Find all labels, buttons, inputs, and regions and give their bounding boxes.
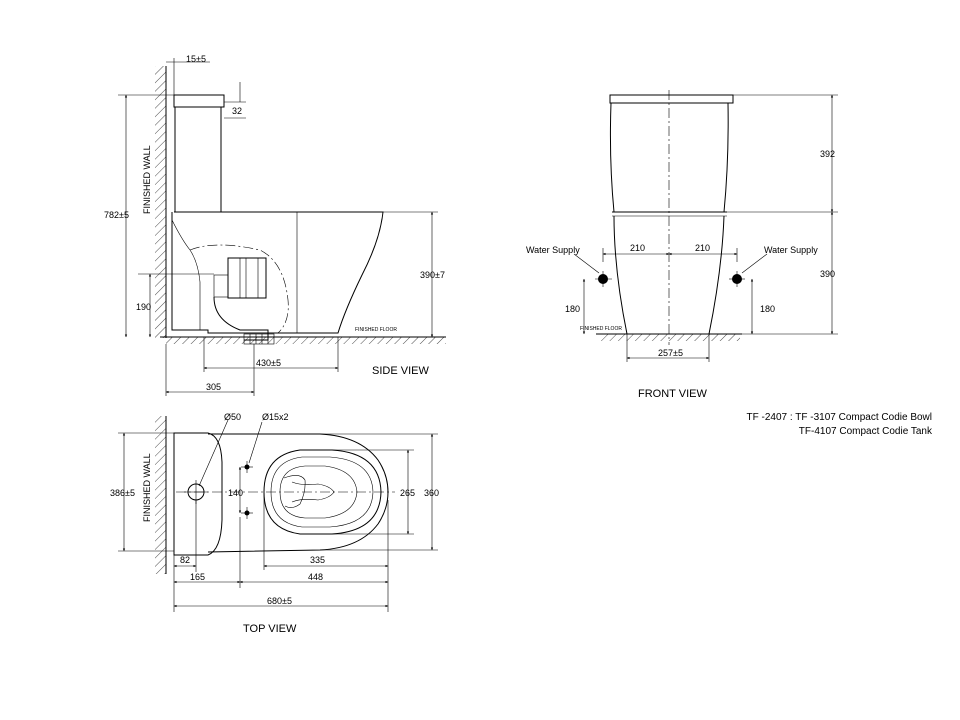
dim-supply-offset-right: 210	[695, 243, 710, 253]
dim-supply-height-right: 180	[760, 304, 775, 314]
dim-seat-width: 265	[400, 488, 415, 498]
front-view: 392 390 210 210 180 180 257±5 FINISHED F…	[526, 90, 838, 400]
dim-supply-height-left: 180	[565, 304, 580, 314]
side-view: 15±5 32 782±5 190 390±7 430±5	[104, 54, 446, 396]
dim-total-length: 680±5	[267, 596, 292, 606]
water-supply-left-label: Water Supply	[526, 245, 580, 255]
side-wall-hatch	[155, 66, 166, 338]
front-floor-label: FINISHED FLOOR	[580, 326, 622, 332]
dim-rough-in: 305	[206, 382, 221, 392]
dim-bowl-height: 390±7	[420, 270, 445, 280]
side-floor-label: FINISHED FLOOR	[355, 327, 397, 333]
dim-tank-height: 392	[820, 149, 835, 159]
dim-lid-offset: 15±5	[186, 54, 206, 64]
top-wall-hatch	[155, 416, 166, 574]
front-dimensions: 392 390 210 210 180 180 257±5	[565, 94, 838, 362]
dim-total-height: 782±5	[104, 210, 129, 220]
side-tank	[173, 94, 225, 108]
top-tank	[173, 432, 223, 556]
top-dimensions: 386±5 140 265 360 82 165 335	[110, 432, 439, 612]
dim-seat-length: 335	[310, 555, 325, 565]
dim-base-width: 257±5	[658, 348, 683, 358]
dim-outlet-height: 190	[136, 302, 151, 312]
dim-lid-height: 32	[232, 106, 242, 116]
side-view-label: SIDE VIEW	[372, 365, 429, 377]
side-outlet-pipe	[213, 257, 275, 345]
side-bowl	[171, 211, 384, 334]
water-supply-right-label: Water Supply	[764, 245, 818, 255]
dim-fixing-to-front: 448	[308, 572, 323, 582]
dim-bowl-width: 360	[424, 488, 439, 498]
dim-wall-to-outlet: 82	[180, 555, 190, 565]
side-dimensions: 15±5 32 782±5 190 390±7 430±5	[104, 54, 445, 396]
top-view-label: TOP VIEW	[243, 623, 297, 635]
dim-fixing-spacing: 140	[228, 488, 243, 498]
dim-supply-offset-left: 210	[630, 243, 645, 253]
dim-outlet-spacing: 430±5	[256, 358, 281, 368]
model-line-2: TF-4107 Compact Codie Tank	[799, 426, 933, 437]
front-floor-hatch	[600, 334, 740, 341]
top-view: 386±5 140 265 360 82 165 335	[110, 412, 439, 635]
front-tank	[609, 94, 734, 104]
front-view-label: FRONT VIEW	[638, 388, 707, 400]
dim-fixing-dia: Ø15x2	[262, 412, 289, 422]
top-wall-label: FINISHED WALL	[142, 453, 152, 522]
dim-outlet-to-fixing: 165	[190, 572, 205, 582]
dim-top-depth: 386±5	[110, 488, 135, 498]
model-title-block: TF -2407 : TF -3107 Compact Codie Bowl T…	[747, 412, 933, 437]
dim-outlet-dia: Ø50	[224, 412, 241, 422]
front-bowl	[613, 215, 725, 335]
dim-front-bowl-height: 390	[820, 269, 835, 279]
side-wall-label: FINISHED WALL	[142, 145, 152, 214]
side-floor-hatch	[166, 337, 446, 344]
model-line-1: TF -2407 : TF -3107 Compact Codie Bowl	[747, 412, 932, 423]
